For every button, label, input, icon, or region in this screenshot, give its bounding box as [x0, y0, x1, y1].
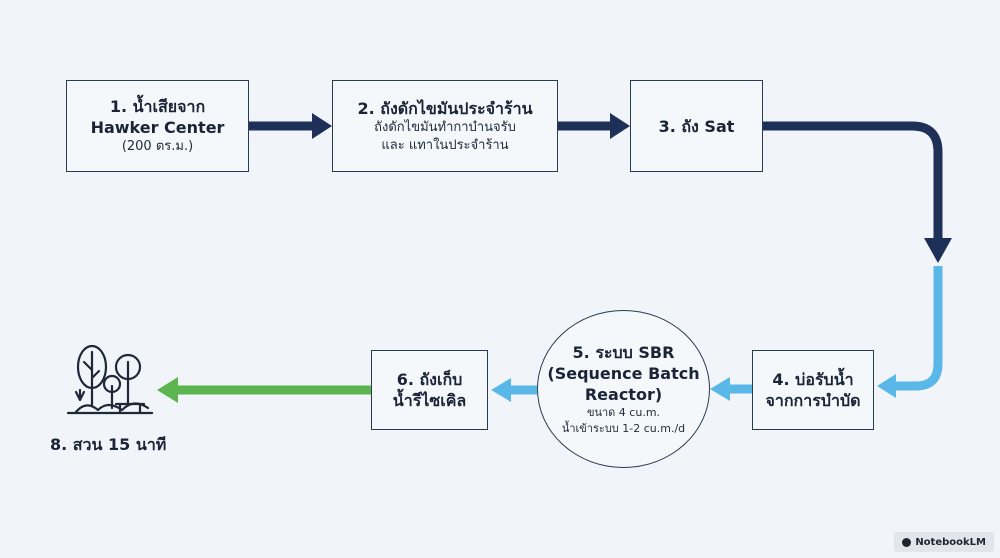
arrowhead-5-to-6	[491, 378, 511, 402]
notebooklm-logo-icon	[902, 537, 912, 547]
node-3-title: 3. ถัง Sat	[658, 116, 735, 136]
node-1-title-line-1: 1. น้ำเสียจาก	[109, 97, 206, 116]
node-5-sbr-system: 5. ระบบ SBR (Sequence Batch Reactor) ขนา…	[537, 310, 710, 468]
node-2-subtitle-line-2: และ แทาในประจำร้าน	[381, 137, 509, 153]
node-6-title-line-1: 6. ถังเก็บ	[396, 370, 463, 389]
park-trees-icon	[66, 344, 154, 415]
node-4-title-line-1: 4. บ่อรับน้ำ	[772, 370, 854, 389]
arrowhead-3-down	[924, 238, 952, 263]
node-3-sat-tank: 3. ถัง Sat	[630, 80, 763, 172]
node-5-title-line-3: Reactor)	[584, 384, 663, 404]
node-2-subtitle-line-1: ถังดักไขมันทำกาบำนจรับ	[374, 119, 516, 135]
node-8-park-label: 8. สวน 15 นาที	[50, 435, 167, 454]
node-5-title-line-2: (Sequence Batch	[547, 363, 700, 383]
node-1-title-line-2: Hawker Center	[90, 118, 225, 137]
node-1-subtitle: (200 ตร.ม.)	[121, 139, 194, 154]
arrowhead-2-to-3	[610, 113, 630, 139]
arrow-3-down	[763, 121, 943, 240]
node-6-title-line-2: น้ำรีไซเคิล	[392, 391, 467, 410]
node-4-treated-water-pond: 4. บ่อรับน้ำ จากการบำบัด	[752, 350, 874, 430]
arrowhead-1-to-2	[312, 113, 332, 139]
arrowhead-4-to-5	[710, 377, 730, 401]
arrow-to-4	[893, 266, 943, 391]
arrowhead-6-to-8	[157, 377, 178, 403]
notebooklm-badge: NotebookLM	[894, 532, 994, 552]
node-2-title: 2. ถังดักไขมันประจำร้าน	[357, 98, 533, 118]
node-1-wastewater-source: 1. น้ำเสียจาก Hawker Center (200 ตร.ม.)	[66, 80, 249, 172]
node-6-recycled-water-tank: 6. ถังเก็บ น้ำรีไซเคิล	[371, 350, 488, 430]
notebooklm-badge-label: NotebookLM	[915, 536, 986, 548]
node-5-inflow: น้ำเข้าระบบ 1-2 cu.m./d	[561, 421, 686, 435]
node-5-title-line-1: 5. ระบบ SBR	[572, 342, 675, 362]
arrowhead-to-4	[877, 374, 896, 398]
node-2-grease-trap: 2. ถังดักไขมันประจำร้าน ถังดักไขมันทำกาบ…	[332, 80, 558, 172]
node-5-capacity: ขนาด 4 cu.m.	[586, 405, 661, 419]
node-4-title-line-2: จากการบำบัด	[765, 391, 861, 410]
